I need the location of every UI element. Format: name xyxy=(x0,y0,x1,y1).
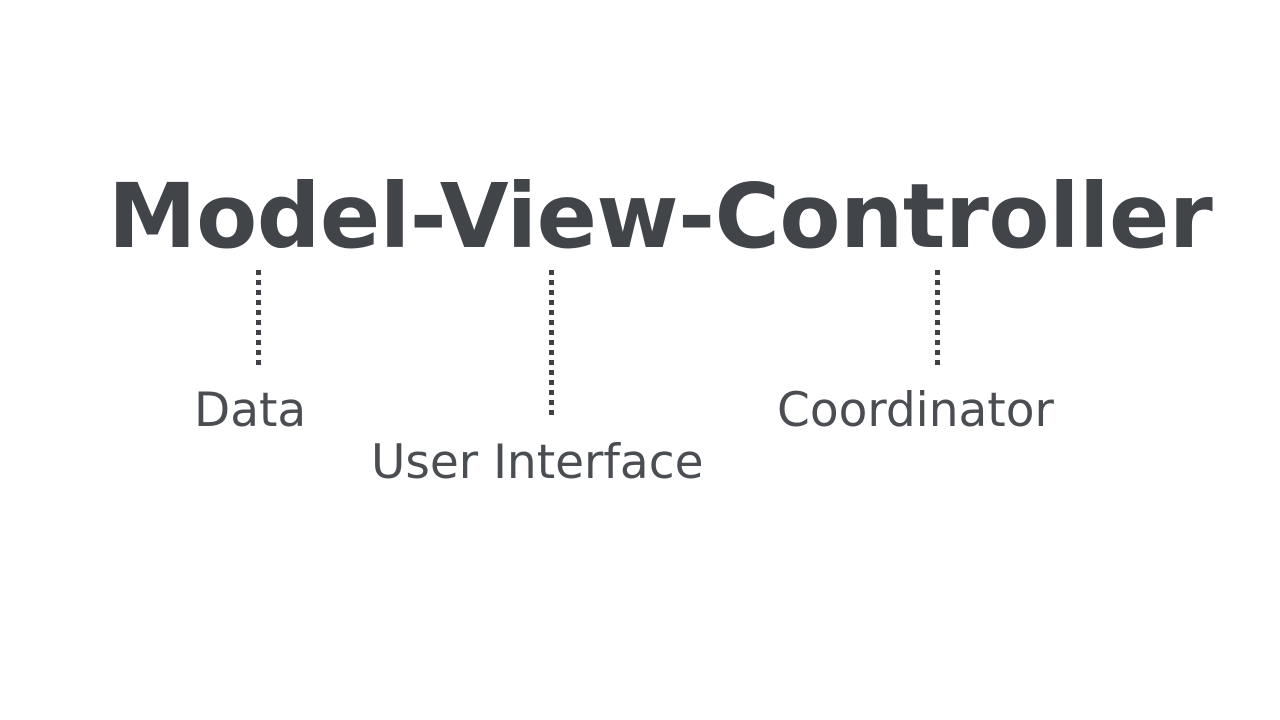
label-view-user-interface: User Interface xyxy=(371,435,704,490)
page-title: Model-View-Controller xyxy=(108,164,1213,268)
view-connector-line xyxy=(549,270,554,420)
label-controller-coordinator: Coordinator xyxy=(777,383,1054,438)
label-model-data: Data xyxy=(194,383,307,438)
model-connector-line xyxy=(256,270,261,366)
controller-connector-line xyxy=(935,270,940,366)
